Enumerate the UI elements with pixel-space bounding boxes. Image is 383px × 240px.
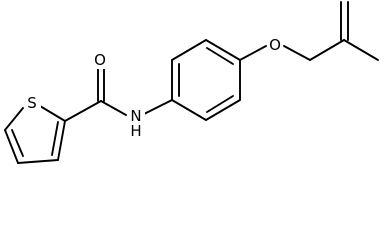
- amide-nitrogen-label: N: [130, 107, 141, 125]
- sulfur-label: S: [27, 94, 37, 112]
- carboxamide-group: [64, 67, 173, 122]
- bond-c-ch3: [343, 39, 379, 61]
- bond-n-ring: [143, 99, 173, 115]
- bond-b5-b6-inner: [206, 95, 234, 113]
- bond-c4-c5-inner: [11, 129, 24, 157]
- bond-thiophene-carbonyl: [64, 100, 102, 122]
- ether-oxygen-label: O: [269, 36, 281, 54]
- bond-c3-c4: [17, 159, 59, 164]
- bond-o-ch2: [283, 45, 311, 61]
- amide-hydrogen-label: H: [130, 122, 141, 140]
- bond-b6-b1: [171, 99, 207, 121]
- bond-c4-c5: [4, 129, 19, 164]
- bond-c5-s: [4, 107, 24, 131]
- bond-ring-o: [239, 45, 267, 61]
- thiophene-ring: [4, 102, 66, 164]
- chemical-structure-diagram: S O N H O: [4, 1, 379, 164]
- bond-c2-c3: [57, 120, 66, 161]
- methallyloxy-chain: [239, 1, 379, 61]
- atom-labels: S O N H O: [25, 36, 283, 141]
- bond-ch2-c: [309, 39, 345, 61]
- bond-b3-b4: [205, 39, 241, 61]
- bond-carbonyl-n: [100, 100, 127, 116]
- bond-b2-b3: [171, 39, 207, 61]
- carbonyl-oxygen-label: O: [94, 51, 106, 69]
- bond-b5-b6: [205, 99, 241, 121]
- benzene-ring: [171, 39, 241, 121]
- bond-c2-c3-inner: [51, 121, 59, 156]
- bond-b3-b4-inner: [206, 47, 234, 65]
